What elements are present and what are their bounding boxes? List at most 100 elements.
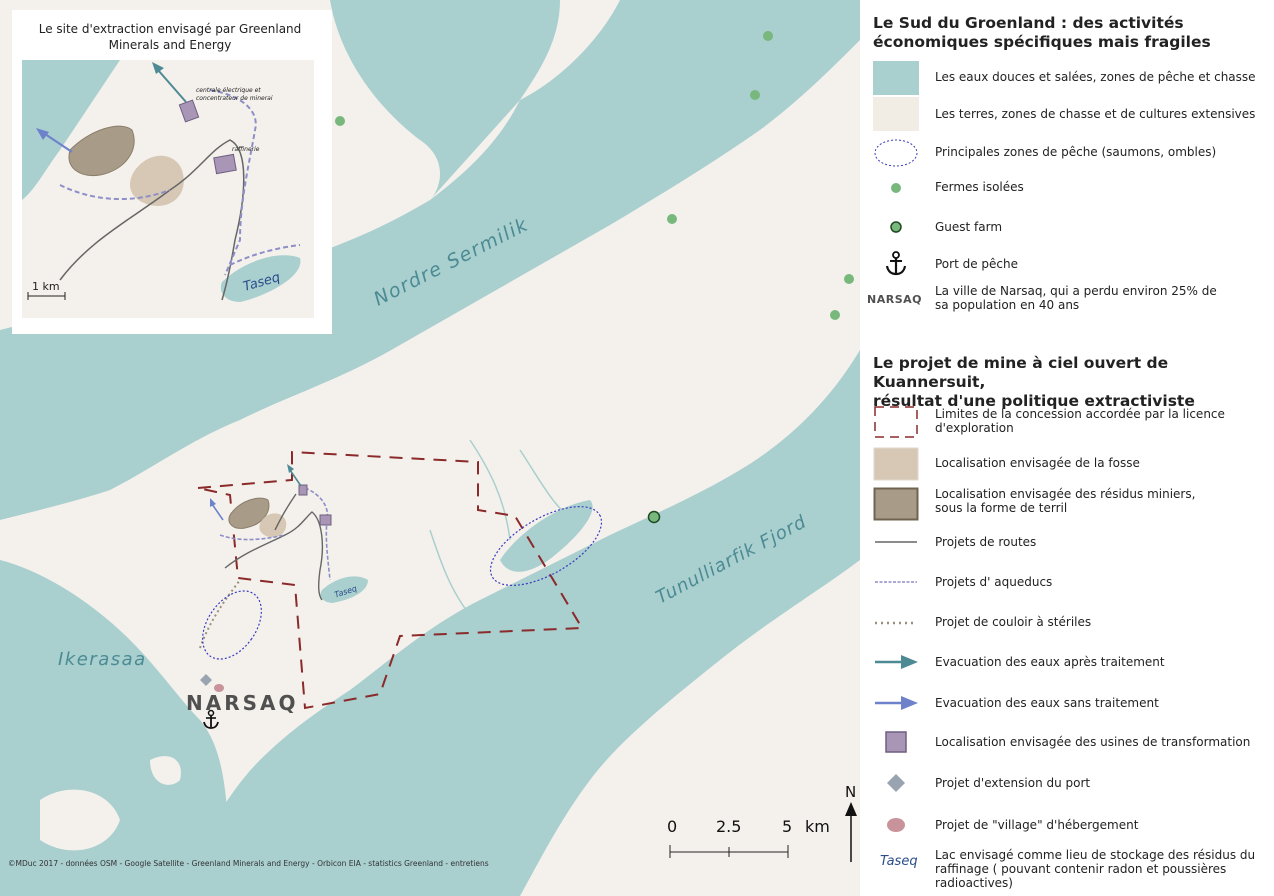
legend-label-concession-line1: Limites de la concession accordée par la…	[935, 407, 1225, 421]
legend-label-plants: Localisation envisagée des usines de tra…	[935, 735, 1251, 749]
plant-north	[298, 484, 308, 496]
legend-label-narsaq-line2: sa population en 40 ans	[935, 298, 1080, 312]
inset-road	[59, 139, 245, 301]
legend-label-concession-line2: d'exploration	[935, 421, 1014, 435]
legend-label-fishing: Principales zones de pêche (saumons, omb…	[935, 145, 1217, 159]
inset-label-raffinerie: raffinerie	[232, 146, 260, 153]
legend-label-aqueducts: Projets d' aqueducs	[935, 575, 1053, 589]
farm-marker	[750, 90, 760, 100]
legend-section1-title: Le Sud du Groenland : des activités écon…	[873, 14, 1211, 52]
legend-section1-title-line2: économiques spécifiques mais fragiles	[873, 33, 1211, 51]
scale-bar: 0 2.5 5 km	[667, 817, 830, 858]
inset-label-centrale-1: centrale électrique et	[196, 87, 261, 94]
nordre-sermilik-water	[0, 0, 860, 520]
farm-marker	[335, 116, 345, 126]
farm-marker	[830, 310, 840, 320]
inset-title-line1: Le site d'extraction envisagé par Greenl…	[39, 22, 302, 36]
port-extension	[200, 674, 212, 686]
farm-marker	[667, 214, 677, 224]
scale-label-2-5: 2.5	[716, 817, 741, 836]
inset-water	[22, 60, 120, 200]
inset-plant	[213, 153, 237, 175]
farm-icon	[891, 183, 901, 193]
legend-section1-title-line1: Le Sud du Groenland : des activités	[873, 14, 1184, 32]
inset-arrow-untreated	[41, 131, 73, 153]
aqueduct-icon	[875, 581, 917, 583]
river	[429, 529, 471, 616]
waste-corridor	[199, 579, 241, 649]
arrow-treated-icon	[875, 655, 918, 669]
legend-label-land: Les terres, zones de chasse et de cultur…	[935, 107, 1256, 121]
corridor-icon	[875, 621, 917, 625]
legend-label-untreated: Evacuation des eaux sans traitement	[935, 696, 1159, 710]
legend-label-tailings-line1: Localisation envisagée des résidus minie…	[935, 487, 1196, 501]
legend-label-farms: Fermes isolées	[935, 180, 1024, 194]
legend-label-taseq-line1: Lac envisagé comme lieu de stockage des …	[935, 848, 1256, 862]
guest-farm-icon	[890, 221, 902, 233]
plant-south	[319, 514, 332, 526]
west-bay	[0, 395, 82, 490]
arrow-treated-head	[287, 464, 294, 473]
inset-arrow-treated-head	[152, 62, 164, 74]
inset-title-line2: Minerals and Energy	[109, 38, 232, 52]
legend-label-guest-farm: Guest farm	[935, 220, 1003, 234]
inset-plant	[178, 99, 200, 123]
concession-boundary	[197, 450, 584, 710]
narsaq-label: NARSAQ	[186, 691, 299, 715]
legend-label-treated: Evacuation des eaux après traitement	[935, 655, 1165, 669]
legend-label-narsaq-line1: La ville de Narsaq, qui a perdu environ …	[935, 284, 1217, 298]
legend-label-taseq-line2: raffinage ( pouvant contenir radon et po…	[935, 862, 1227, 876]
inset-map: Le site d'extraction envisagé par Greenl…	[12, 10, 332, 334]
legend-label-tailings-line2: sous la forme de terril	[935, 501, 1068, 515]
fishing-zone-west	[202, 590, 262, 660]
river	[469, 439, 511, 541]
upper-fjord-arm	[330, 0, 560, 200]
scale-label-0: 0	[667, 817, 677, 836]
farm-marker	[763, 31, 773, 41]
inset-arrow-treated	[157, 69, 187, 103]
land-swatch	[873, 97, 919, 131]
inset-label-centrale-2: concentrateur de minerai	[196, 95, 273, 102]
legend-label-port: Port de pêche	[935, 257, 1019, 271]
pit-area	[259, 513, 287, 538]
port-extension-icon	[887, 774, 905, 792]
legend-section2-title-line2: résultat d'une politique extractiviste	[873, 392, 1195, 410]
tailings-swatch	[873, 487, 919, 521]
village-icon	[887, 818, 905, 832]
road-icon	[875, 541, 917, 543]
anchor-icon	[203, 709, 219, 729]
arrow-untreated-icon	[875, 696, 918, 710]
fishing-zone-east	[489, 506, 603, 586]
roads	[224, 493, 324, 601]
inset-tailings	[68, 125, 135, 177]
inset-taseq-lake	[220, 255, 301, 302]
legend-label-village: Projet de "village" d'hébergement	[935, 818, 1139, 832]
taseq-lake-main	[320, 576, 368, 603]
inset-pit	[130, 155, 184, 206]
fishing-zone-icon	[874, 139, 918, 167]
farm-marker	[844, 274, 854, 284]
tailings-area	[228, 497, 270, 529]
island	[150, 756, 181, 785]
map[interactable]: Le site d'extraction envisagé par Greenl…	[0, 0, 860, 896]
plant-icon	[885, 731, 907, 753]
inset-arrow-untreated-head	[36, 128, 49, 140]
arrow-untreated-head	[210, 498, 216, 507]
taseq-abbr: Taseq	[880, 854, 918, 869]
ikerasaa-label: Ikerasaa	[58, 649, 147, 670]
legend-label-roads: Projets de routes	[935, 535, 1037, 549]
scale-unit: km	[805, 817, 830, 836]
island	[40, 789, 120, 851]
housing-village	[214, 684, 224, 692]
pit-swatch	[873, 447, 919, 481]
legend-label-water: Les eaux douces et salées, zones de pêch…	[935, 70, 1256, 84]
north-label: N	[845, 783, 856, 801]
lake	[500, 500, 593, 572]
guest-farm-marker	[647, 510, 661, 524]
legend-label-pit: Localisation envisagée de la fosse	[935, 456, 1140, 470]
legend-section2-title-line1: Le projet de mine à ciel ouvert de Kuann…	[873, 354, 1169, 391]
concession-boundary-icon	[874, 406, 918, 438]
anchor-icon	[885, 251, 907, 276]
legend-label-corridor: Projet de couloir à stériles	[935, 615, 1092, 629]
tunulliarfik-water	[180, 350, 860, 896]
